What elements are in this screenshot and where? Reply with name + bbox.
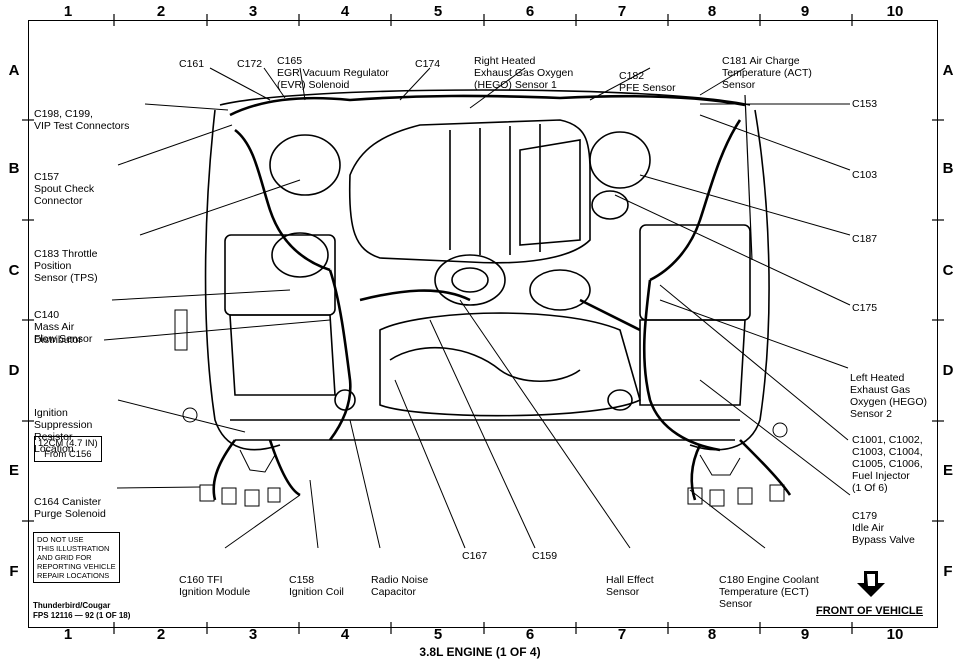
label-c174: C174 — [415, 58, 441, 70]
grid-row-e-right: E — [942, 462, 953, 479]
label-c175: C175 — [852, 302, 878, 314]
grid-col-1-bottom: 1 — [63, 626, 73, 643]
grid-col-1-top: 1 — [63, 3, 73, 20]
label-fuel-injectors: C1001, C1002,C1003, C1004,C1005, C1006,F… — [852, 434, 923, 494]
figure-credit: Thunderbird/Cougar FPS 12116 — 92 (1 OF … — [33, 601, 131, 620]
grid-col-8-top: 8 — [707, 3, 717, 20]
dimension-box: 12CM (4.7 IN)From C156 — [34, 436, 102, 462]
harness-details — [174, 94, 788, 507]
grid-row-a-right: A — [942, 62, 954, 79]
grid-ticks — [22, 14, 944, 634]
grid-row-b-left: B — [8, 160, 20, 177]
grid-row-c-left: C — [8, 262, 20, 279]
diagram-frame — [28, 20, 938, 628]
disclaimer-box: DO NOT USE THIS ILLUSTRATION AND GRID FO… — [33, 532, 120, 583]
grid-col-10-bottom: 10 — [886, 626, 904, 643]
engine-compartment — [204, 89, 770, 451]
label-c103: C103 — [852, 169, 878, 181]
grid-col-3-bottom: 3 — [248, 626, 258, 643]
grid-row-a-left: A — [8, 62, 20, 79]
grid-col-8-bottom: 8 — [707, 626, 717, 643]
leader-lines — [103, 67, 851, 549]
label-distributor: Distributor — [34, 334, 82, 346]
grid-row-b-right: B — [942, 160, 954, 177]
grid-col-4-bottom: 4 — [340, 626, 350, 643]
grid-col-7-bottom: 7 — [617, 626, 627, 643]
grid-row-c-right: C — [942, 262, 954, 279]
wiring-harness — [212, 94, 792, 501]
label-c187: C187 — [852, 233, 878, 245]
label-c198-vip-connectors: C198, C199,VIP Test Connectors — [34, 108, 130, 132]
grid-col-2-bottom: 2 — [156, 626, 166, 643]
grid-row-e-left: E — [8, 462, 19, 479]
grid-row-f-right: F — [943, 563, 953, 580]
grid-col-3-top: 3 — [248, 3, 258, 20]
label-c159: C159 — [532, 550, 558, 562]
label-c161: C161 — [179, 58, 205, 70]
grid-row-f-left: F — [9, 563, 19, 580]
grid-col-5-top: 5 — [433, 3, 443, 20]
grid-col-10-top: 10 — [886, 3, 904, 20]
grid-col-6-top: 6 — [525, 3, 535, 20]
grid-row-d-right: D — [942, 362, 954, 379]
label-c167: C167 — [462, 550, 488, 562]
front-arrow-icon — [857, 571, 885, 597]
grid-col-2-top: 2 — [156, 3, 166, 20]
grid-row-d-left: D — [8, 362, 20, 379]
label-c153: C153 — [852, 98, 878, 110]
grid-col-9-top: 9 — [800, 3, 810, 20]
grid-col-5-bottom: 5 — [433, 626, 443, 643]
grid-col-9-bottom: 9 — [800, 626, 810, 643]
page-title: 3.8L ENGINE (1 OF 4) — [419, 645, 541, 659]
front-of-vehicle-label: FRONT OF VEHICLE — [816, 605, 923, 617]
grid-col-6-bottom: 6 — [525, 626, 535, 643]
grid-col-7-top: 7 — [617, 3, 627, 20]
label-c172: C172 — [237, 58, 263, 70]
grid-col-4-top: 4 — [340, 3, 350, 20]
